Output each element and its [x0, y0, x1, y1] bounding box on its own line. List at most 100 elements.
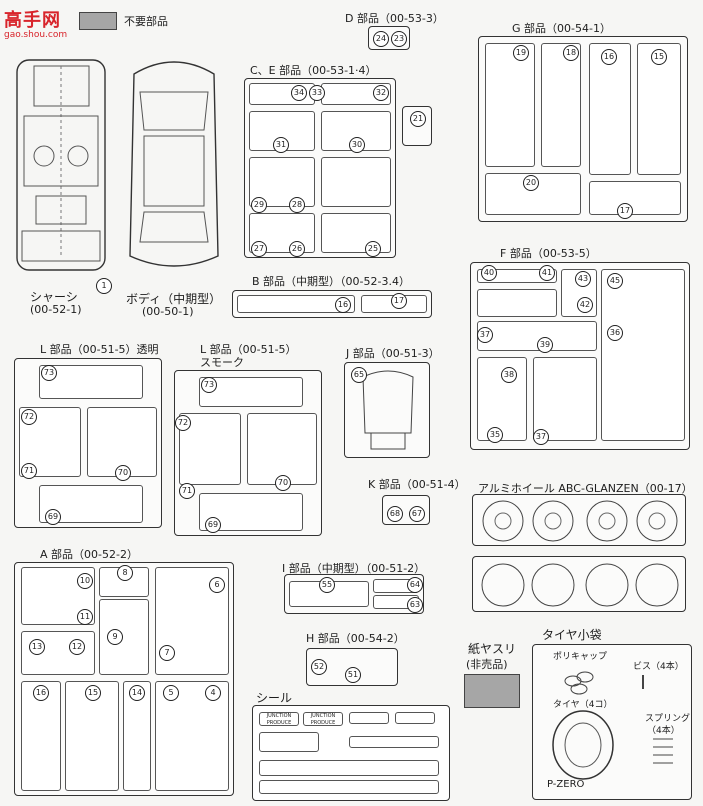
part-j-65: 65 — [351, 367, 367, 383]
sheet-g-cell-6 — [589, 181, 681, 215]
sheet-b: 16 17 — [232, 290, 432, 318]
part-f-39: 39 — [537, 337, 553, 353]
sheet-g-cell-1 — [485, 43, 535, 167]
part-f-43: 43 — [575, 271, 591, 287]
part-f-37b: 37 — [533, 429, 549, 445]
sheet-j-title: J 部品（00-51-3） — [346, 347, 440, 360]
part-a-9: 9 — [107, 629, 123, 645]
seal-item-1-text: JUNCTION PRODUCE — [266, 713, 292, 726]
sheet-k: 68 67 — [382, 495, 430, 525]
sheet-ce: 34 33 32 31 30 29 28 27 26 25 — [244, 78, 396, 258]
part-i-55: 55 — [319, 577, 335, 593]
part-i-63: 63 — [407, 597, 423, 613]
sheet-ce-cell-6 — [321, 157, 391, 207]
part-g-18: 18 — [563, 45, 579, 61]
tire-brand: P-ZERO — [547, 779, 585, 790]
seal-item-7 — [259, 760, 439, 776]
sheet-d-title: D 部品（00-53-3） — [345, 12, 444, 25]
sheet-g-cell-4 — [637, 43, 681, 175]
part-d-24: 24 — [373, 31, 389, 47]
sheet-i-title: I 部品（中期型）（00-51-2） — [282, 562, 426, 575]
part-a-8: 8 — [117, 565, 133, 581]
sheet-j: 65 — [344, 362, 430, 458]
part-g-19: 19 — [513, 45, 529, 61]
part-f-36: 36 — [607, 325, 623, 341]
sheet-g-title: G 部品（00-54-1） — [512, 22, 611, 35]
part-i-64: 64 — [407, 577, 423, 593]
body-drawing — [124, 52, 224, 278]
part-ce-33: 33 — [309, 85, 325, 101]
part-h-52: 52 — [311, 659, 327, 675]
polycap-label: ポリキャップ — [553, 652, 608, 662]
seal-item-2: JUNCTION PRODUCE — [303, 712, 343, 726]
sheet-h: 52 51 — [306, 648, 398, 686]
sheet-b-cell-1 — [237, 295, 355, 313]
body-label: ボディ（中期型） — [126, 292, 222, 306]
sheet-g: 19 18 16 15 20 17 — [478, 36, 688, 222]
part-f-40: 40 — [481, 265, 497, 281]
sheet-f-title: F 部品（00-53-5） — [500, 247, 597, 260]
part-l1-73: 73 — [41, 365, 57, 381]
sheet-l2: 73 72 70 71 69 — [174, 370, 322, 536]
chassis-drawing — [14, 56, 108, 276]
sheet-f-cell-2 — [477, 289, 557, 317]
part-f-41: 41 — [539, 265, 555, 281]
part-g-15: 15 — [651, 49, 667, 65]
sheet-g-cell-3 — [589, 43, 631, 175]
sheet-f-cell-7 — [533, 357, 597, 441]
part-l1-71: 71 — [21, 463, 37, 479]
sheet-a-title: A 部品（00-52-2） — [40, 548, 138, 561]
part-l2-73: 73 — [201, 377, 217, 393]
part-l1-69: 69 — [45, 509, 61, 525]
part-k-68: 68 — [387, 506, 403, 522]
part-l2-72: 72 — [175, 415, 191, 431]
part-f-45: 45 — [607, 273, 623, 289]
sheet-b-title: B 部品（中期型）（00-52-3.4） — [252, 275, 410, 288]
seat-drawing — [362, 370, 414, 450]
legend-swatch — [79, 12, 117, 30]
sheet-l2-title: L 部品（00-51-5） — [200, 343, 297, 356]
sheet-f-cell-4 — [601, 269, 685, 441]
legend-text: 不要部品 — [124, 15, 168, 28]
part-g-17: 17 — [617, 203, 633, 219]
sheet-a: 10 11 8 6 9 7 13 12 16 15 14 5 4 — [14, 562, 234, 796]
logo-text: 高手网 — [4, 10, 61, 31]
sheet-k-title: K 部品（00-51-4） — [368, 478, 466, 491]
sheet-l1-title: L 部品（00-51-5）透明 — [40, 343, 159, 356]
part-g-20: 20 — [523, 175, 539, 191]
part-a-14: 14 — [129, 685, 145, 701]
paper-file-swatch — [464, 674, 520, 708]
part-f-42: 42 — [577, 297, 593, 313]
part-ce-34: 34 — [291, 85, 307, 101]
part-f-35: 35 — [487, 427, 503, 443]
screws-label: ビス（4本） — [633, 662, 684, 672]
seal-title: シール — [256, 691, 293, 705]
seal-item-8 — [259, 780, 439, 794]
seal-item-2-text: JUNCTION PRODUCE — [310, 713, 336, 726]
watermark-logo: 高手网 gao.shou.com — [4, 6, 67, 40]
part-f-37: 37 — [477, 327, 493, 343]
sheet-l2-cell-3 — [247, 413, 317, 485]
part-a-16: 16 — [33, 685, 49, 701]
sheet-a-cell-5 — [21, 631, 95, 675]
wheel-rings-sheet — [472, 556, 686, 612]
seal-item-3 — [349, 712, 389, 724]
part-ce-21: 21 — [410, 111, 426, 127]
part-g-16: 16 — [601, 49, 617, 65]
chassis-label: シャーシ — [30, 290, 78, 304]
body-code: (00-50-1) — [142, 305, 194, 318]
part-l2-69: 69 — [205, 517, 221, 533]
sheet-f-cell-1 — [477, 269, 557, 283]
part-l1-70: 70 — [115, 465, 131, 481]
part-ce-30: 30 — [349, 137, 365, 153]
sheet-ce-side: 21 — [402, 106, 432, 146]
sheet-g-cell-2 — [541, 43, 581, 167]
tire-bag-drawing — [552, 671, 673, 780]
part-a-7: 7 — [159, 645, 175, 661]
part-a-6: 6 — [209, 577, 225, 593]
part-l2-70: 70 — [275, 475, 291, 491]
seal-item-4 — [395, 712, 435, 724]
part-a-5: 5 — [163, 685, 179, 701]
seal-item-1: JUNCTION PRODUCE — [259, 712, 299, 726]
part-a-10: 10 — [77, 573, 93, 589]
